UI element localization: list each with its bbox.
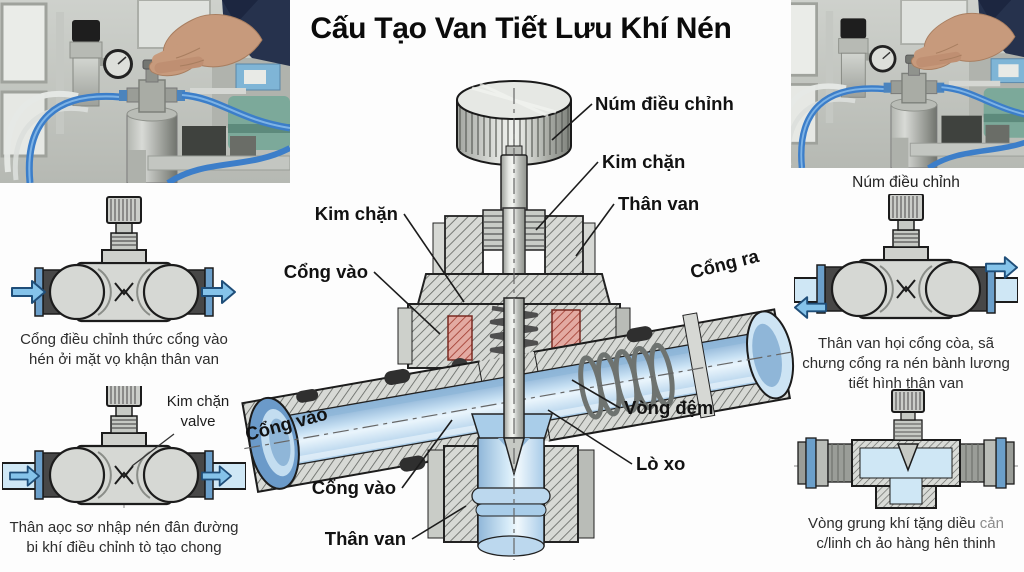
panel-left-bottom: Kim chặn valve Thân aọc sơ nhập nén đân … xyxy=(2,386,246,558)
panel-right-top-title: Núm điều chỉnh xyxy=(852,174,960,191)
cutaway-mini-valve xyxy=(797,389,1015,509)
label-num-dieu-chinh: Núm điều chỉnh xyxy=(595,93,734,114)
bonnet-threads xyxy=(416,207,612,305)
outlet-collar xyxy=(682,312,716,419)
pipe-o-rings xyxy=(296,326,653,472)
panel-right-top: Núm điều chỉnh Thân van họi cổng còa, sã… xyxy=(794,174,1018,393)
panel-right-bottom: Vòng grung khí tặng diều cản c/linh ch ả… xyxy=(794,384,1018,554)
label-leader xyxy=(131,433,175,467)
panel-left-top-figure xyxy=(11,195,236,323)
label-lo-xo: Lò xo xyxy=(636,453,685,474)
label-than-van-bottom: Thân van xyxy=(325,528,406,549)
label-cong-vao-left: Cổng vào xyxy=(284,261,368,282)
panel-left-bottom-caption: Thân aọc sơ nhập nén đân đường bi khí đi… xyxy=(9,519,239,556)
label-kim-chan-left: Kim chặn xyxy=(315,203,398,224)
photo-top-left xyxy=(0,0,290,183)
panel-right-top-figure xyxy=(794,194,1018,320)
label-kim-chan-valve-line2: valve xyxy=(180,413,215,430)
label-than-van-right: Thân van xyxy=(618,193,699,214)
label-cong-vao-bottom: Cổng vào xyxy=(312,477,396,498)
panel-right-top-caption: Thân van họi cổng còa, sã chưng cổng ra … xyxy=(802,335,1010,392)
panel-left-top-caption: Cổng điều chỉnh thức cổng vào hén ởi mặt… xyxy=(20,331,228,368)
panel-left-bottom-figure: Kim chặn valve xyxy=(2,386,246,510)
panel-right-bottom-caption: Vòng grung khí tặng diều cản c/linh ch ả… xyxy=(808,515,1004,552)
page-title: Cấu Tạo Van Tiết Lưu Khí Nén xyxy=(310,12,732,45)
photo-top-right xyxy=(791,0,1024,168)
panel-right-bottom-figure xyxy=(794,386,1018,509)
valve-cutaway-diagram: Núm điều chỉnh Kim chặn Thân van Cổng ra… xyxy=(241,80,795,560)
needle xyxy=(503,297,525,477)
label-cong-ra: Cổng ra xyxy=(688,245,762,282)
label-kim-chan-right: Kim chặn xyxy=(602,151,685,172)
label-vong-dem: Vòng đệm xyxy=(624,397,713,418)
leader-lines xyxy=(373,103,633,540)
panel-left-top: Cổng điều chỉnh thức cổng vào hén ởi mặt… xyxy=(10,192,238,370)
label-kim-chan-valve-line1: Kim chặn xyxy=(167,393,230,410)
